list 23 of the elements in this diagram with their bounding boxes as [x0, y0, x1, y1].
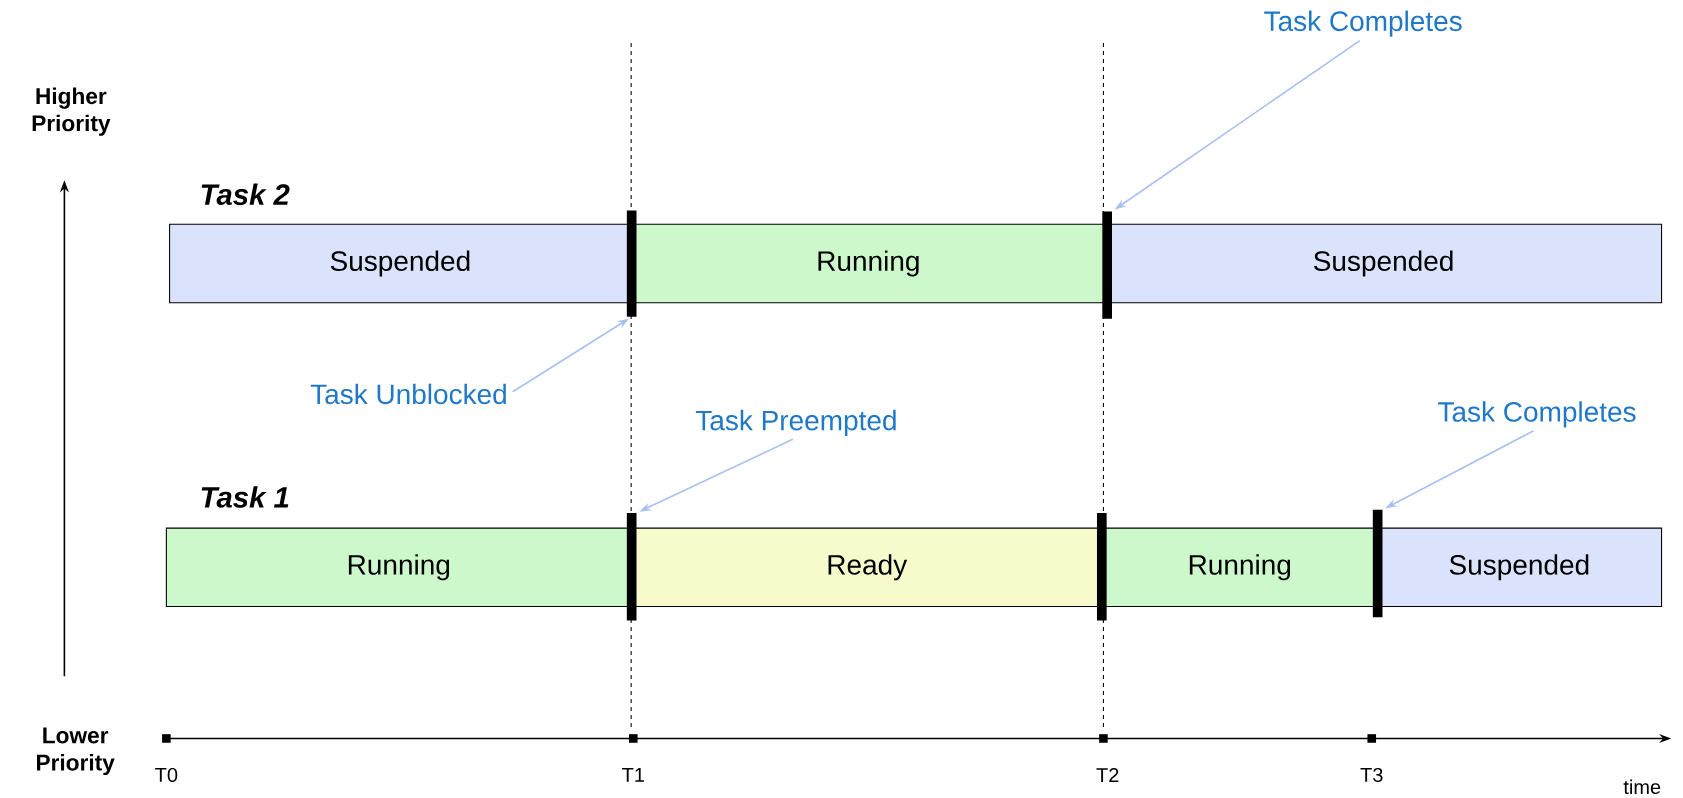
- state-bar: Running: [1101, 527, 1378, 608]
- axis-label: Lower Priority: [37, 727, 115, 776]
- state-bar: Running: [165, 527, 632, 608]
- state-bar: Ready: [630, 527, 1103, 608]
- transition-marker: [626, 210, 637, 317]
- transition-marker: [626, 513, 637, 621]
- tick-label: T2: [1096, 768, 1119, 783]
- tick-label: T0: [155, 768, 178, 783]
- annotation-text: Task Preempted: [695, 410, 896, 437]
- transition-marker: [1096, 513, 1107, 621]
- state-bar: Running: [630, 224, 1107, 304]
- tick-label: T1: [622, 768, 644, 783]
- state-bar: Suspended: [1105, 224, 1663, 304]
- tick-label: T3: [1360, 768, 1383, 783]
- tick-label: time: [1623, 779, 1661, 795]
- annotation-text: Task Completes: [1438, 401, 1636, 428]
- axis-label: Higher Priority: [32, 87, 111, 137]
- annotation-text: Task Completes: [1264, 10, 1462, 37]
- state-bar: Suspended: [1376, 527, 1663, 608]
- transition-marker: [1372, 510, 1383, 618]
- annotation-text: Task Unblocked: [310, 383, 506, 405]
- transition-marker: [1102, 211, 1112, 320]
- state-bar: Suspended: [169, 224, 632, 304]
